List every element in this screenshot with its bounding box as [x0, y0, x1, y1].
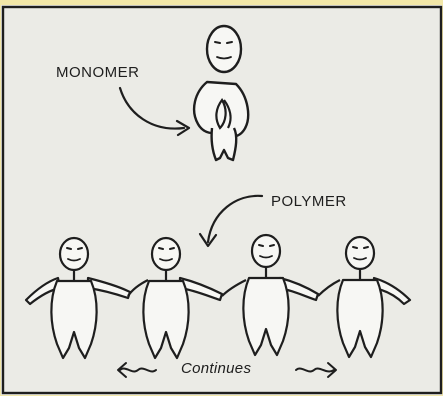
monomer-label: MONOMER — [56, 64, 140, 81]
polymer-label: POLYMER — [271, 193, 347, 210]
continues-label: Continues — [181, 360, 251, 377]
